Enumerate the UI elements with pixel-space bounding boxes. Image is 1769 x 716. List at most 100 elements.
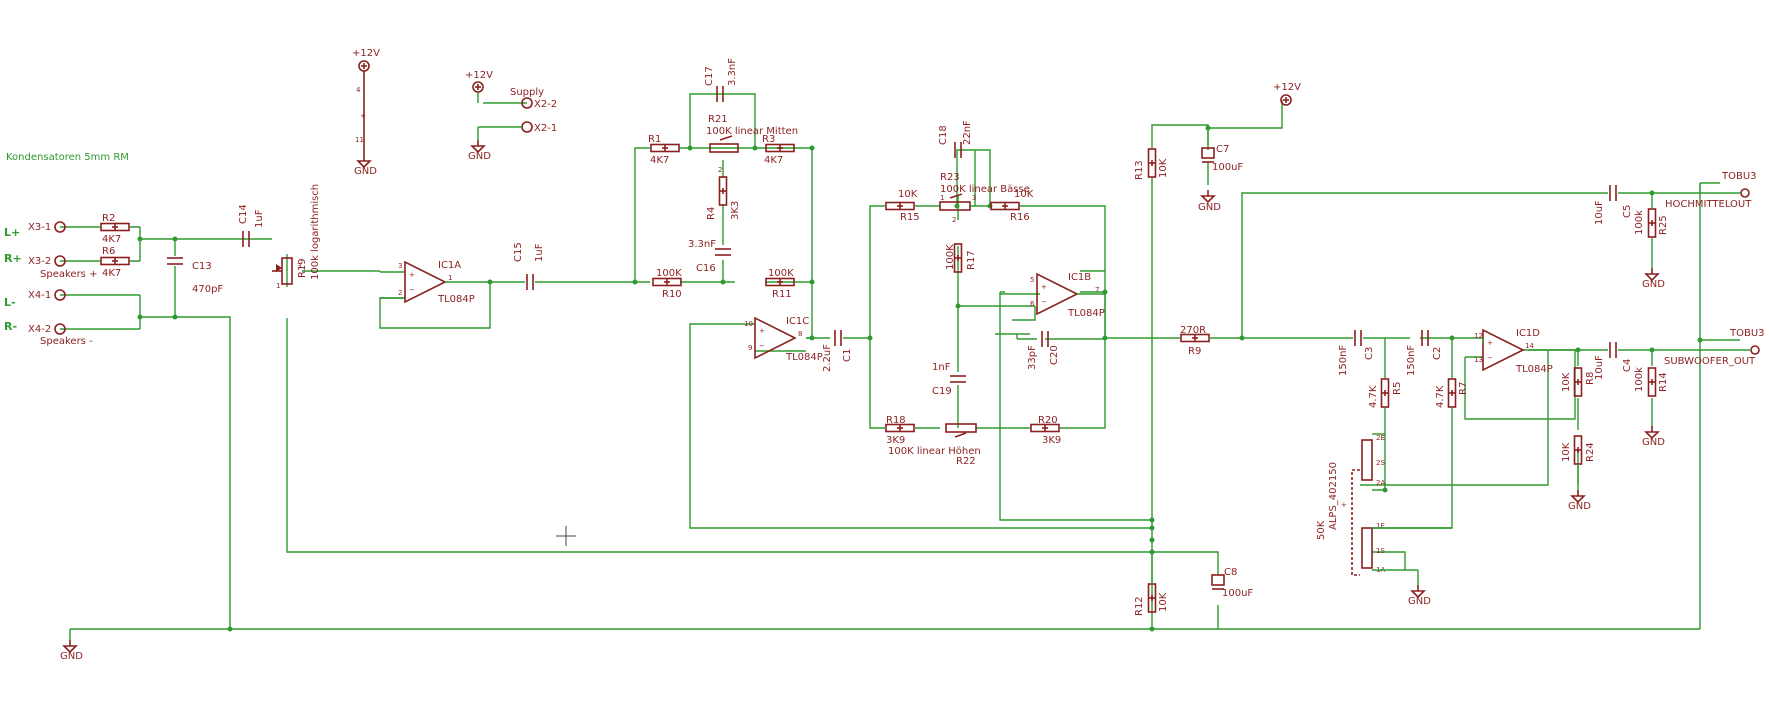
supply-label: Supply [510,87,544,98]
r-plus-label: R+ [4,252,22,265]
svg-text:C17: C17 [704,66,715,86]
svg-text:2: 2 [718,166,722,174]
svg-text:+: + [360,112,366,120]
svg-text:GND: GND [1642,279,1665,290]
svg-text:R21: R21 [708,114,728,125]
input-connectors: X3-1 X3-2 X4-1 X4-2 L+ R+ L- R- Speakers… [4,221,97,347]
svg-text:C14: C14 [238,204,249,224]
x4-2-label: X4-2 [28,324,51,335]
svg-text:R25: R25 [1658,215,1669,235]
svg-text:R20: R20 [1038,415,1058,426]
svg-text:C1: C1 [842,349,853,362]
svg-text:R13: R13 [1134,160,1145,180]
svg-text:1S: 1S [1376,547,1385,555]
svg-text:R11: R11 [772,289,792,300]
svg-text:12: 12 [1474,332,1483,340]
svg-text:6: 6 [1030,300,1035,308]
svg-text:11: 11 [355,136,364,144]
svg-text:100uF: 100uF [1222,588,1253,599]
svg-text:C2: C2 [1432,347,1443,360]
svg-text:R4: R4 [706,207,717,220]
x2-1-terminal [521,121,533,133]
svg-text:470pF: 470pF [192,284,223,295]
r-minus-label: R- [4,320,17,333]
svg-text:GND: GND [1642,437,1665,448]
svg-text:4K7: 4K7 [650,155,669,166]
tobu3-bottom-label: TOBU3 [1729,328,1765,339]
svg-text:IC1D: IC1D [1516,328,1540,339]
svg-text:100K linear Mitten: 100K linear Mitten [706,126,798,137]
note-text: Kondensatoren 5mm RM [6,152,129,163]
svg-text:2A: 2A [1376,479,1385,487]
svg-text:R7: R7 [1458,382,1469,395]
svg-text:C18: C18 [938,125,949,145]
svg-text:3: 3 [398,262,402,270]
svg-text:C16: C16 [696,263,716,274]
resistor-r10 [652,277,682,287]
svg-text:100K linear Bässe: 100K linear Bässe [940,184,1030,195]
svg-text:R15: R15 [900,212,920,223]
svg-text:100K: 100K [656,268,682,279]
svg-text:R24: R24 [1585,442,1596,462]
svg-text:33pF: 33pF [1027,345,1038,370]
svg-text:100K: 100K [945,244,956,270]
svg-text:GND: GND [1198,202,1221,213]
svg-text:1: 1 [276,282,280,290]
svg-text:3: 3 [297,262,301,270]
svg-text:10K: 10K [1561,372,1572,392]
svg-text:IC1B: IC1B [1068,272,1091,283]
svg-text:3K3: 3K3 [730,201,741,220]
speakers-plus-label: Speakers + [40,269,97,280]
capacitor-c7 [1201,147,1215,159]
pot-r22 [945,423,977,433]
bass-treble-section: 10K R15 R23 100K linear Bässe 1 2 3 10K … [885,120,1105,467]
wires [60,93,1740,640]
capacitor-c4 [1609,341,1617,359]
input-stage: R2 4K7 R6 4K7 C13 470pF C14 1uF R19 100k… [100,184,545,305]
capacitor-c19 [949,375,967,383]
svg-text:GND: GND [1408,596,1431,607]
svg-text:C8: C8 [1224,567,1237,578]
svg-text:1uF: 1uF [254,209,265,228]
svg-text:270R: 270R [1180,325,1206,336]
hoch-out-label: HOCHMITTELOUT [1665,199,1752,210]
svg-text:10uF: 10uF [1594,355,1605,380]
svg-text:2S: 2S [1376,459,1385,467]
svg-text:C7: C7 [1216,144,1229,155]
svg-text:R10: R10 [662,289,682,300]
x3-2-label: X3-2 [28,256,51,267]
svg-text:TL084P: TL084P [785,352,823,363]
svg-text:3: 3 [972,194,976,202]
svg-text:IC1C: IC1C [786,316,809,327]
svg-text:R18: R18 [886,415,906,426]
svg-text:100K: 100K [768,268,794,279]
svg-text:1nF: 1nF [932,362,951,373]
svg-text:3K9: 3K9 [886,435,905,446]
tobu3-top-label: TOBU3 [1721,171,1757,182]
subwoofer-out-label: SUBWOOFER_OUT [1664,356,1756,367]
resistor-r1 [650,143,680,153]
svg-text:GND: GND [60,651,83,662]
svg-text:100k: 100k [1634,210,1645,235]
svg-text:C3: C3 [1364,347,1375,360]
resistor-r5 [1380,378,1390,408]
svg-text:IC1A: IC1A [438,260,461,271]
x3-1-label: X3-1 [28,222,51,233]
capacitor-c1 [834,329,842,347]
svg-text:R9: R9 [1188,346,1201,357]
svg-text:3.3nF: 3.3nF [688,239,716,250]
alps-dual-pot: 2E 2S 2A 1E 1S 1A 50K ALPS_402150 + GND [1316,433,1452,607]
svg-text:R2: R2 [102,213,115,224]
capacitor-c15 [526,273,534,291]
capacitor-c3 [1354,329,1362,347]
svg-text:4.7K: 4.7K [1368,385,1379,408]
pot-r21 [709,143,739,153]
svg-text:R5: R5 [1392,382,1403,395]
capacitor-c8 [1211,574,1225,586]
svg-text:R6: R6 [102,246,115,257]
svg-text:+12V: +12V [465,70,493,81]
svg-text:R12: R12 [1134,596,1145,616]
svg-text:150nF: 150nF [1338,345,1349,376]
svg-text:−: − [1487,354,1493,362]
